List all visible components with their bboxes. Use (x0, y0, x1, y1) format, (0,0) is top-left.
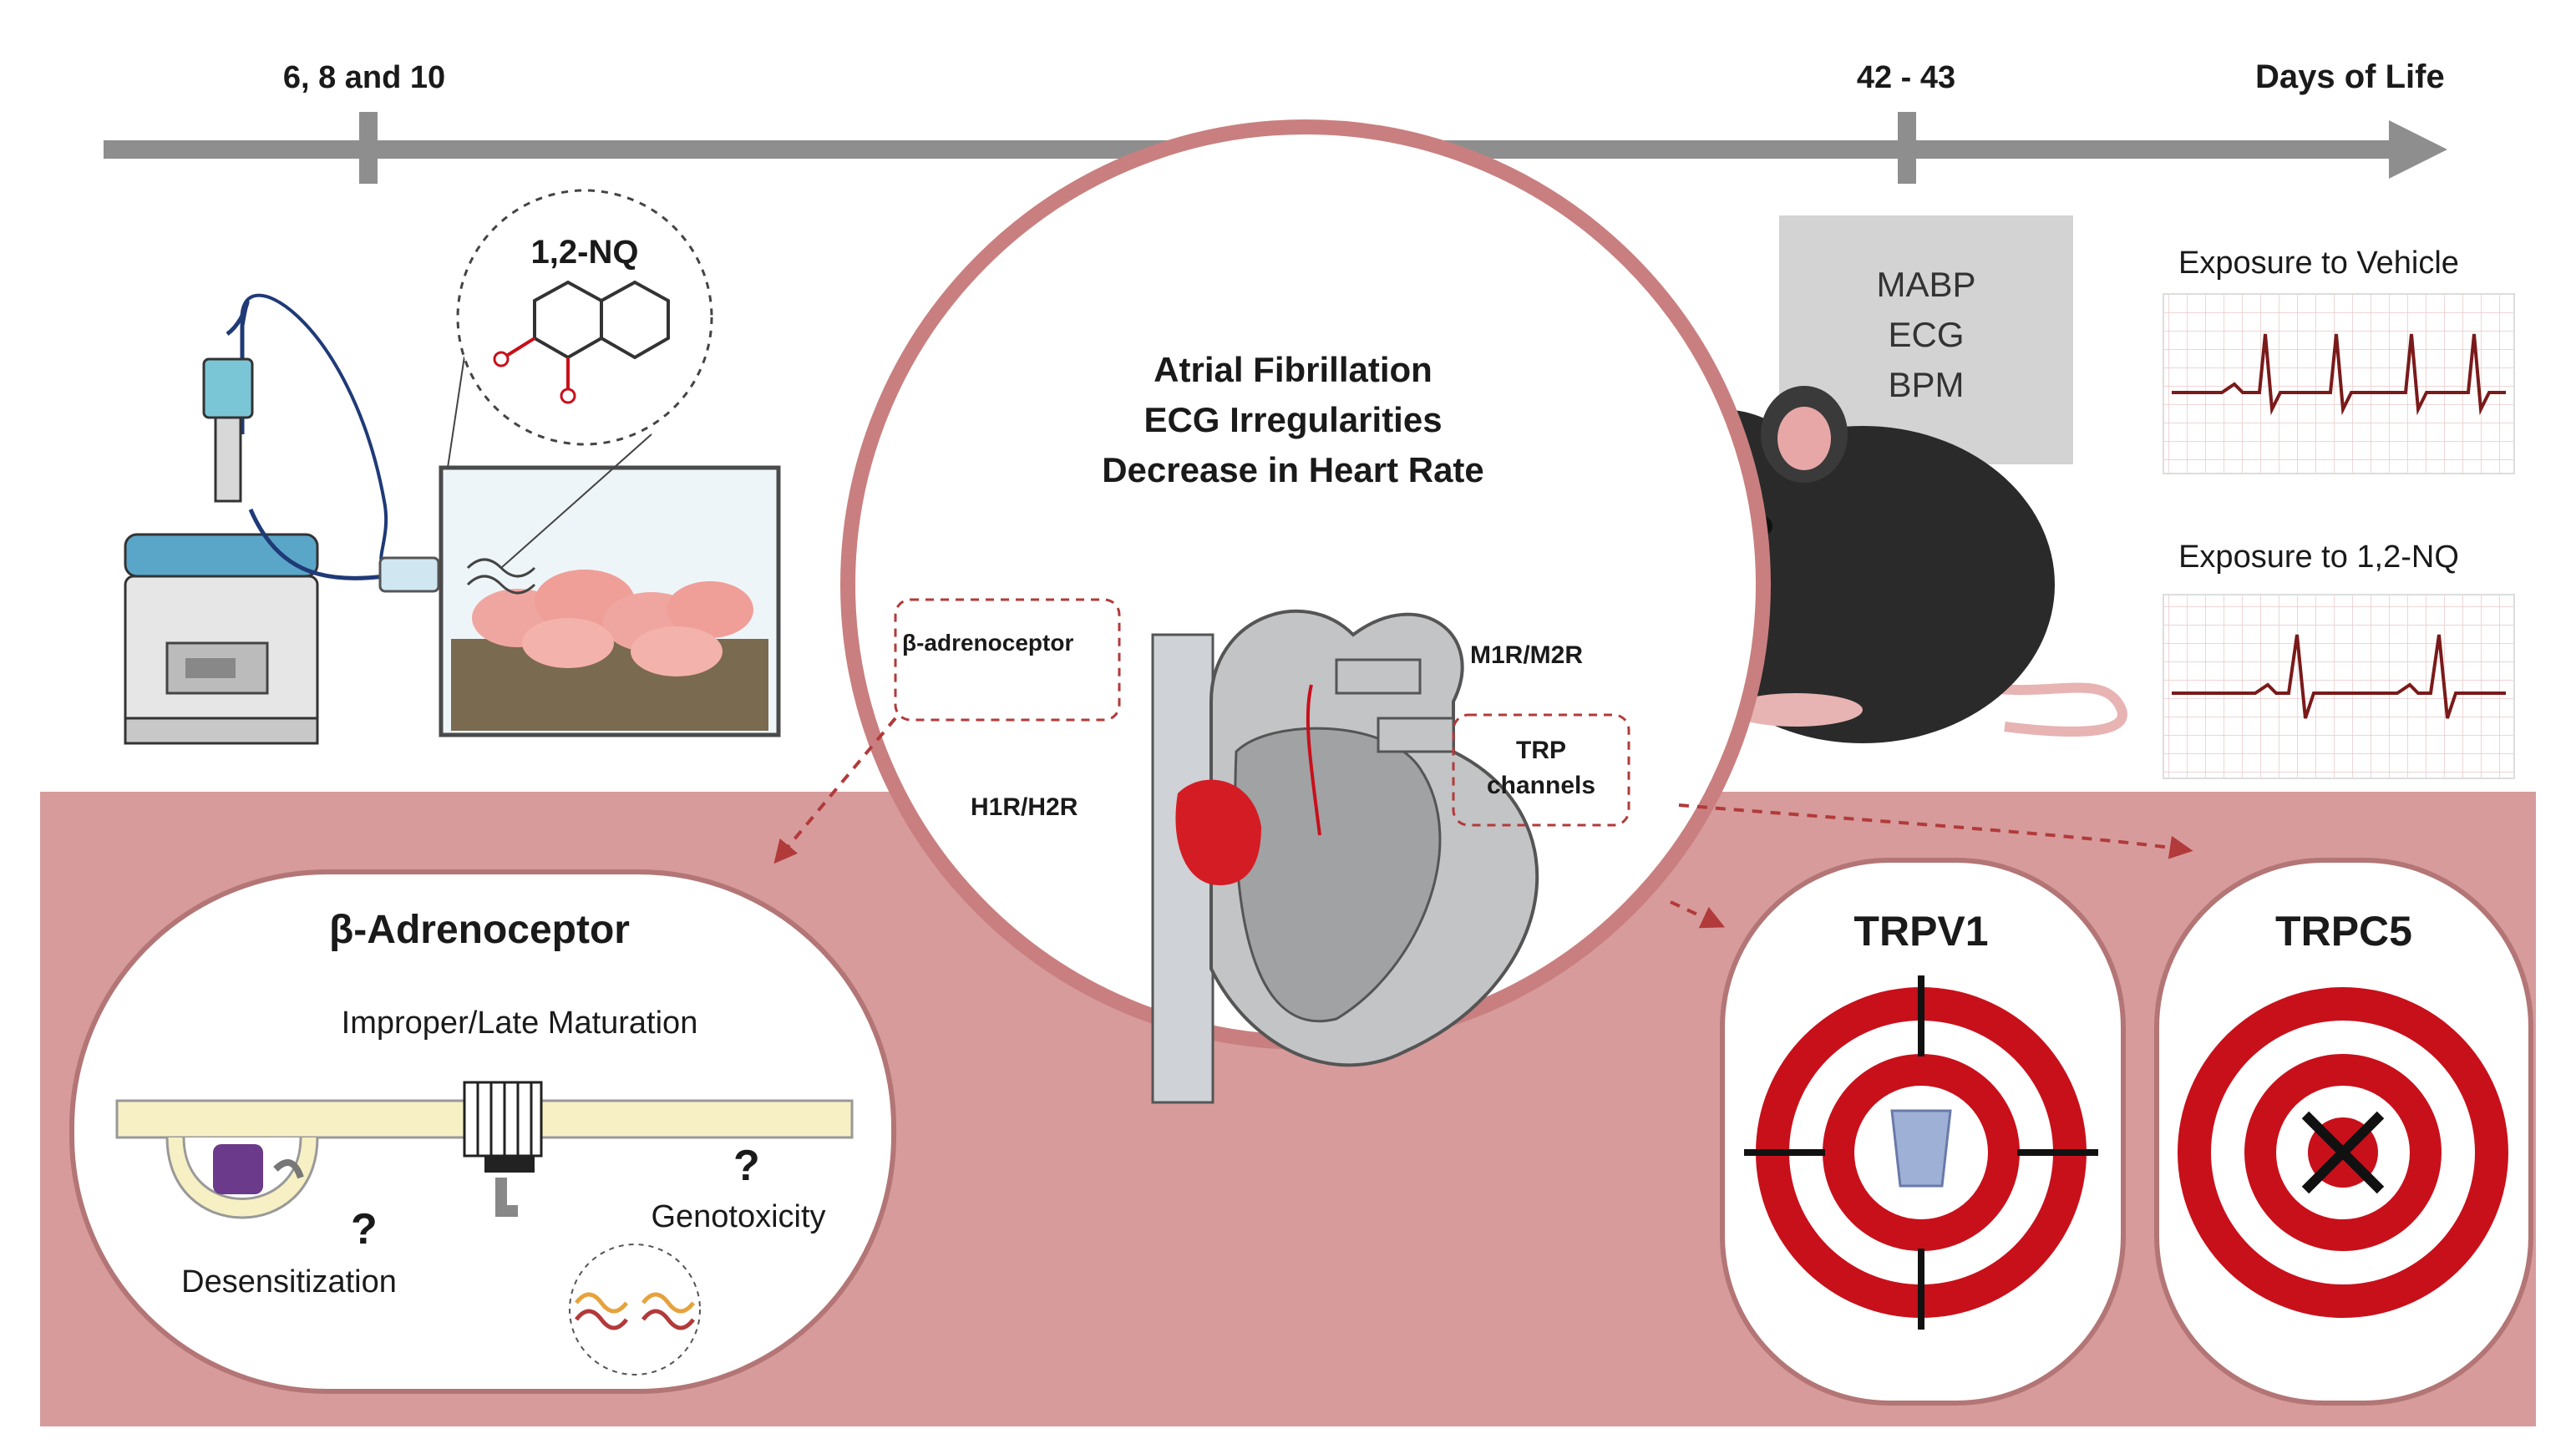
arrow-trpv1 (1670, 900, 1726, 929)
receptor-trp-line2: channels (1486, 772, 1596, 799)
exposure-chamber (439, 465, 781, 737)
finding-heart-rate: Decrease in Heart Rate (1102, 450, 1484, 489)
timeline-tick-label-1: 6, 8 and 10 (282, 60, 446, 95)
nozzle (378, 556, 440, 593)
measure-ecg: ECG (1888, 315, 1965, 354)
beta-panel-title: β-Adrenoceptor (329, 908, 630, 952)
measure-bpm: BPM (1888, 365, 1965, 404)
question-genotoxicity: ? (733, 1142, 760, 1190)
receptor-trp-line1: TRP (1516, 737, 1566, 764)
arrow-beta (773, 717, 897, 864)
measure-mabp: MABP (1876, 265, 1976, 304)
trpc5-label: TRPC5 (2275, 908, 2412, 955)
ecg-treated-panel (2163, 594, 2515, 779)
genotoxicity-label: Genotoxicity (651, 1199, 826, 1234)
timeline-tick-2 (1898, 112, 1916, 184)
beta-receptor-box (894, 598, 1121, 722)
timeline-axis-label: Days of Life (2255, 58, 2445, 95)
timeline-tick-1 (359, 112, 378, 184)
maturation-label: Improper/Late Maturation (341, 1006, 698, 1041)
trpc5-target (2178, 987, 2508, 1318)
ecg-treated-label: Exposure to 1,2-NQ (2178, 540, 2459, 575)
receptor-icon (463, 1081, 543, 1217)
heart-illustration (1151, 609, 1539, 1104)
finding-ecg-irregularities: ECG Irregularities (1143, 400, 1443, 439)
finding-atrial-fibrillation: Atrial Fibrillation (1154, 350, 1433, 389)
desensitization-label: Desensitization (181, 1264, 397, 1299)
molecule-zoom (447, 189, 713, 569)
dna-zoom (569, 1244, 701, 1375)
question-desensitization: ? (351, 1205, 378, 1254)
ecg-vehicle-panel (2163, 293, 2515, 474)
receptor-h-label: H1R/H2R (971, 793, 1078, 821)
trpv1-label: TRPV1 (1853, 908, 1989, 955)
trpv1-target (1744, 975, 2098, 1330)
trp-box (1452, 713, 1630, 827)
receptor-beta-label: β-adrenoceptor (902, 630, 1074, 656)
nebulizer-icon (124, 293, 393, 745)
tube (248, 509, 385, 580)
ecg-vehicle-label: Exposure to Vehicle (2178, 246, 2459, 281)
compound-label: 1,2-NQ (530, 234, 639, 271)
receptor-m-label: M1R/M2R (1470, 641, 1584, 669)
arrow-trpc5 (1678, 803, 2193, 859)
timeline-tick-label-2: 42 - 43 (1856, 60, 1956, 95)
